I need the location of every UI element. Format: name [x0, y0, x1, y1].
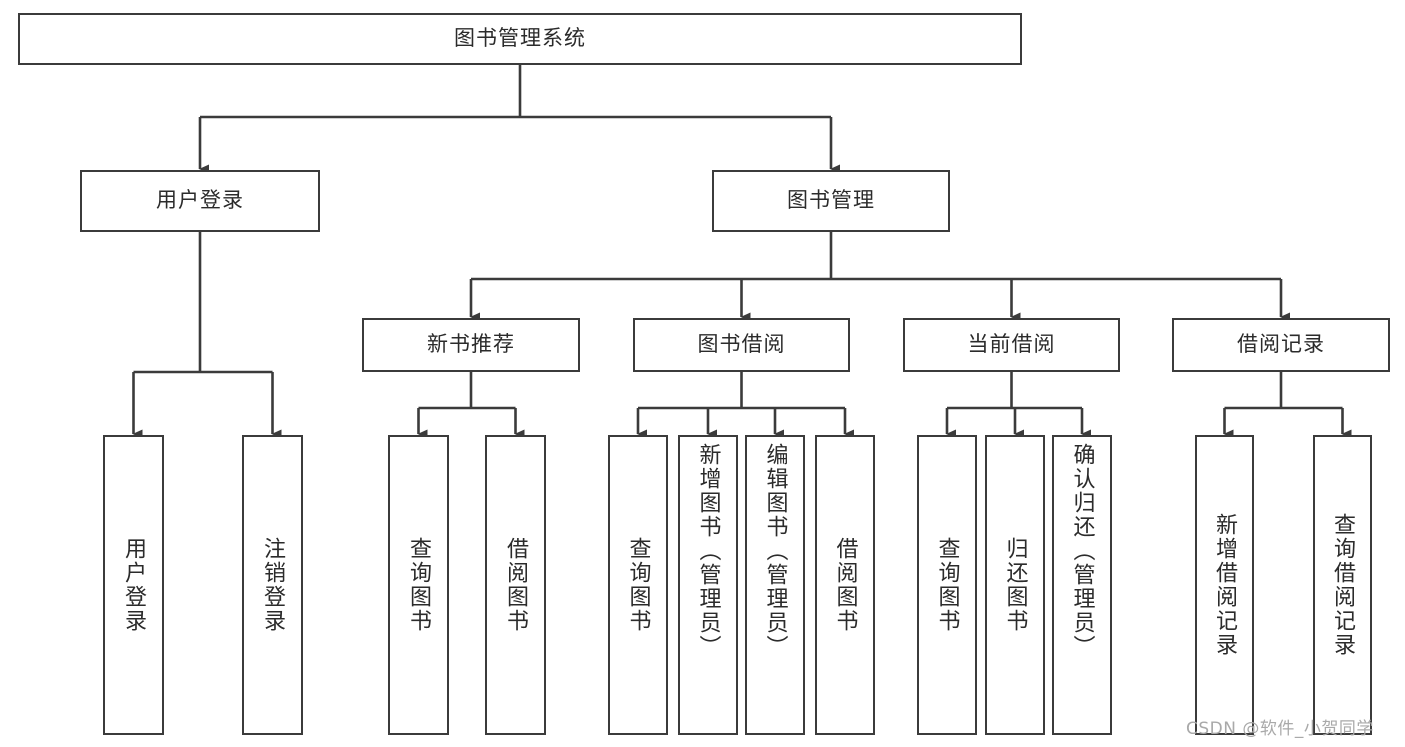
node-label-leaf-edit-book-admin: 编辑图书（管理员） — [762, 443, 788, 659]
node-user-login[interactable]: 用户登录 — [80, 170, 320, 232]
node-label-leaf-borrow-book-rec: 借阅图书 — [503, 537, 529, 633]
node-leaf-borrow-book[interactable]: 借阅图书 — [815, 435, 875, 735]
node-label-current-borrow: 当前借阅 — [967, 332, 1056, 357]
node-root[interactable]: 图书管理系统 — [18, 13, 1022, 65]
node-label-new-book-recommend: 新书推荐 — [427, 332, 515, 357]
node-label-leaf-query-book-borrow: 查询图书 — [625, 537, 651, 633]
node-leaf-query-book-borrow[interactable]: 查询图书 — [608, 435, 668, 735]
node-leaf-borrow-book-rec[interactable]: 借阅图书 — [485, 435, 546, 735]
node-leaf-query-book-cur[interactable]: 查询图书 — [917, 435, 977, 735]
node-leaf-edit-book-admin[interactable]: 编辑图书（管理员） — [745, 435, 805, 735]
node-book-manage[interactable]: 图书管理 — [712, 170, 950, 232]
node-label-leaf-borrow-book: 借阅图书 — [832, 537, 858, 633]
node-leaf-user-logout[interactable]: 注销登录 — [242, 435, 303, 735]
node-leaf-query-borrow-record[interactable]: 查询借阅记录 — [1313, 435, 1372, 735]
node-leaf-add-book-admin[interactable]: 新增图书（管理员） — [678, 435, 738, 735]
node-label-leaf-add-book-admin: 新增图书（管理员） — [695, 443, 721, 659]
node-label-leaf-confirm-return-admin: 确认归还（管理员） — [1069, 443, 1095, 659]
node-borrow-record[interactable]: 借阅记录 — [1172, 318, 1390, 372]
node-label-leaf-query-book-cur: 查询图书 — [934, 537, 960, 633]
node-label-leaf-query-book-rec: 查询图书 — [406, 537, 432, 633]
node-leaf-user-login[interactable]: 用户登录 — [103, 435, 164, 735]
node-label-root: 图书管理系统 — [454, 26, 586, 51]
node-leaf-add-borrow-record[interactable]: 新增借阅记录 — [1195, 435, 1254, 735]
node-label-borrow-record: 借阅记录 — [1237, 332, 1325, 357]
node-current-borrow[interactable]: 当前借阅 — [903, 318, 1120, 372]
node-leaf-confirm-return-admin[interactable]: 确认归还（管理员） — [1052, 435, 1112, 735]
node-label-book-borrow: 图书借阅 — [697, 332, 786, 357]
node-leaf-query-book-rec[interactable]: 查询图书 — [388, 435, 449, 735]
watermark: CSDN @软件_小贺同学 — [1186, 719, 1374, 739]
node-book-borrow[interactable]: 图书借阅 — [633, 318, 850, 372]
node-label-user-login: 用户登录 — [156, 188, 244, 213]
node-new-book-recommend[interactable]: 新书推荐 — [362, 318, 580, 372]
node-label-leaf-user-login: 用户登录 — [121, 537, 147, 633]
connector-lines — [132, 65, 1352, 439]
node-label-leaf-query-borrow-record: 查询借阅记录 — [1330, 513, 1356, 657]
node-label-leaf-return-book: 归还图书 — [1002, 537, 1028, 633]
node-leaf-return-book[interactable]: 归还图书 — [985, 435, 1045, 735]
node-label-leaf-user-logout: 注销登录 — [260, 537, 286, 633]
node-label-book-manage: 图书管理 — [787, 188, 875, 213]
node-label-leaf-add-borrow-record: 新增借阅记录 — [1212, 513, 1238, 657]
